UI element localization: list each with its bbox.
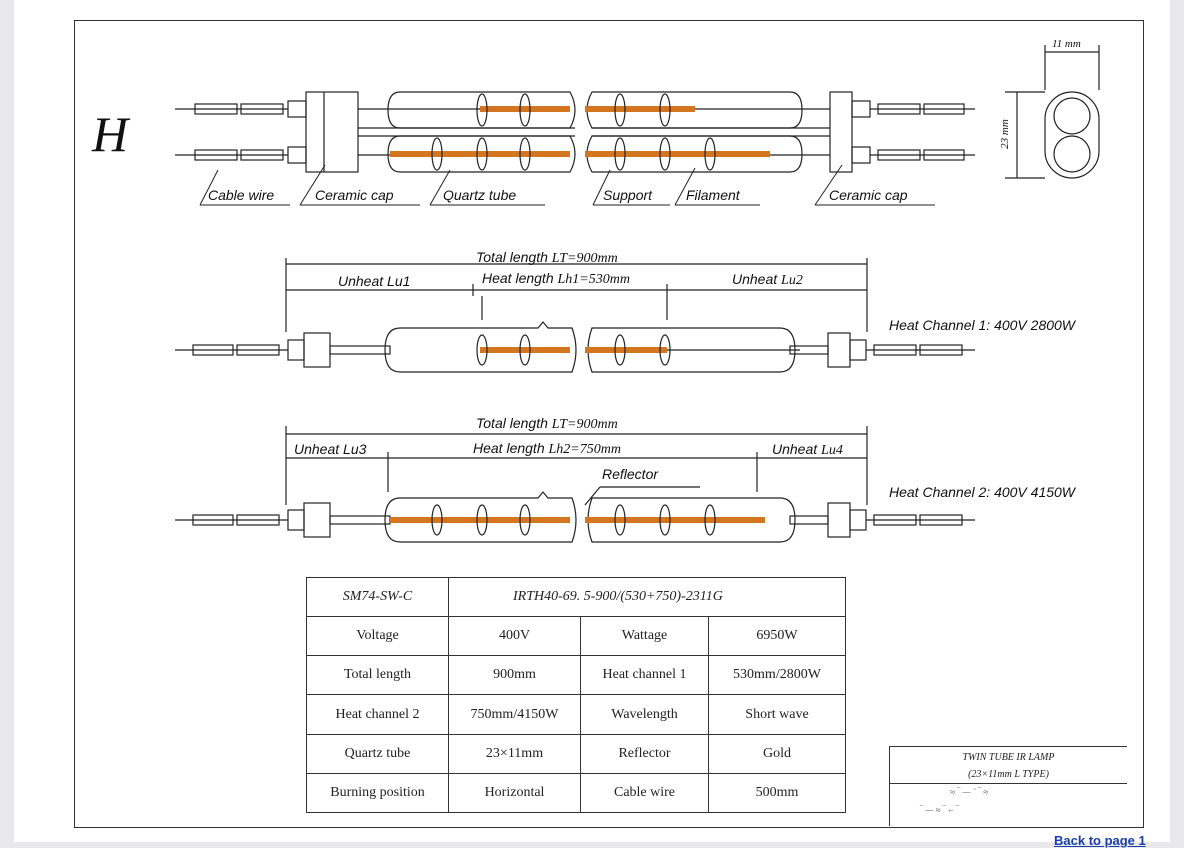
spec-cell: Cable wire: [580, 772, 709, 814]
spec-cell: Wavelength: [580, 694, 709, 735]
label-ceramic-cap-right: Ceramic cap: [829, 187, 908, 203]
spec-row: Heat channel 2 750mm/4150W Wavelength Sh…: [306, 694, 846, 735]
ch1-heat-length: Heat length Lh1=530mm: [482, 270, 630, 287]
spec-cell: 500mm: [708, 772, 846, 814]
ch2-heat-length: Heat length Lh2=750mm: [473, 440, 621, 457]
ch2-unheat-left: Unheat Lu3: [294, 441, 367, 457]
back-to-page-link[interactable]: Back to page 1: [1054, 833, 1146, 848]
spec-cell: 23×11mm: [448, 733, 581, 774]
spec-header-row: SM74-SW-C IRTH40-69. 5-900/(530+750)-231…: [306, 576, 846, 618]
label-filament: Filament: [686, 187, 740, 203]
spec-code: IRTH40-69. 5-900/(530+750)-2311G: [448, 576, 846, 618]
heat-channel-2-label: Heat Channel 2: 400V 4150W: [889, 484, 1076, 500]
spec-cell: Horizontal: [448, 772, 581, 814]
spec-cell: Wattage: [580, 616, 709, 657]
spec-cell: Reflector: [580, 733, 709, 774]
title-block-line2: (23×11mm L TYPE): [968, 769, 1049, 780]
spec-cell: 900mm: [448, 655, 581, 696]
label-quartz-tube: Quartz tube: [443, 187, 517, 203]
spec-cell: Short wave: [708, 694, 846, 735]
spec-cell: Heat channel 1: [580, 655, 709, 696]
ch2-unheat-right: Unheat Lu4: [772, 441, 843, 458]
ch1-unheat-right: Unheat Lu2: [732, 271, 803, 288]
cross-section: [1005, 45, 1100, 179]
title-block-line1: TWIN TUBE IR LAMP: [962, 752, 1055, 763]
section-height: 23 mm: [998, 119, 1011, 149]
spec-table: SM74-SW-C IRTH40-69. 5-900/(530+750)-231…: [306, 576, 846, 814]
reflector-label: Reflector: [602, 466, 659, 482]
channel-1-drawing: [175, 258, 975, 373]
channel-2-drawing: [175, 426, 975, 543]
title-block-scribble: ≈ ‾ — ¨ ‾ ≈: [950, 787, 989, 797]
spec-row: Burning position Horizontal Cable wire 5…: [306, 772, 846, 814]
label-cable-wire: Cable wire: [208, 187, 275, 203]
spec-cell: Gold: [708, 733, 846, 774]
cable-wire-left: [175, 100, 307, 164]
cable-wire-right: [851, 100, 975, 164]
quartz-tube-right: [585, 91, 830, 173]
spec-cell: Heat channel 2: [306, 694, 449, 735]
label-support: Support: [603, 187, 653, 203]
type-letter: H: [92, 106, 129, 162]
spec-row: Voltage 400V Wattage 6950W: [306, 616, 846, 657]
section-width: 11 mm: [1052, 38, 1081, 50]
spec-row: Total length 900mm Heat channel 1 530mm/…: [306, 655, 846, 696]
spec-cell: Total length: [306, 655, 449, 696]
spec-cell: Burning position: [306, 772, 449, 814]
ceramic-cap-right: [829, 91, 853, 173]
ch1-unheat-left: Unheat Lu1: [338, 273, 411, 289]
ch1-total-length: Total length LT=900mm: [476, 249, 618, 266]
drawing-frame: [74, 20, 1144, 828]
part-leaders: [199, 164, 935, 206]
ch2-total-length: Total length LT=900mm: [476, 415, 618, 432]
twin-tube-assembly: [175, 91, 975, 206]
ceramic-cap-left: [305, 91, 359, 173]
spec-row: Quartz tube 23×11mm Reflector Gold: [306, 733, 846, 774]
title-block-scribble: ‾ — ≈ ‾ ⌐ ‾: [920, 805, 960, 815]
label-ceramic-cap-left: Ceramic cap: [315, 187, 394, 203]
title-block: TWIN TUBE IR LAMP (23×11mm L TYPE) ≈ ‾ —…: [889, 746, 1127, 826]
spec-cell: 400V: [448, 616, 581, 657]
quartz-tube-left: [358, 91, 576, 173]
title-block-divider: [890, 783, 1127, 784]
spec-model: SM74-SW-C: [306, 576, 449, 618]
spec-cell: Voltage: [306, 616, 449, 657]
spec-cell: Quartz tube: [306, 733, 449, 774]
spec-cell: 6950W: [708, 616, 846, 657]
spec-cell: 750mm/4150W: [448, 694, 581, 735]
heat-channel-1-label: Heat Channel 1: 400V 2800W: [889, 317, 1076, 333]
spec-cell: 530mm/2800W: [708, 655, 846, 696]
